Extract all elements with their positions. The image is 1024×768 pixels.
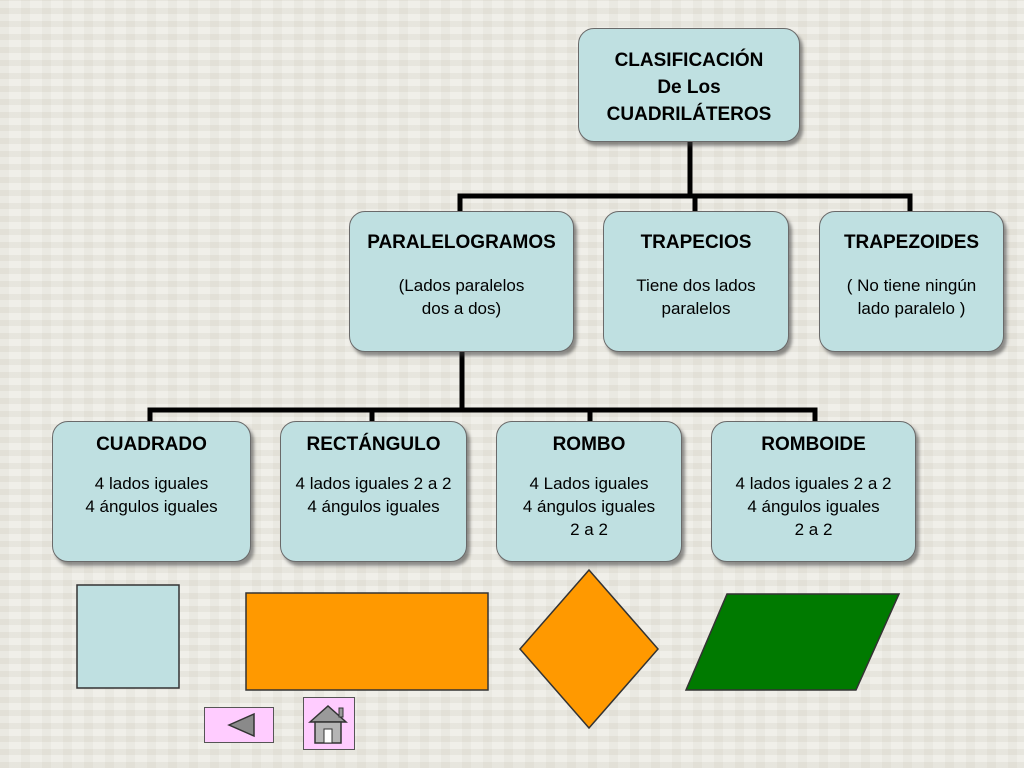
node-rectangulo: RECTÁNGULO 4 lados iguales 2 a 2 4 ángul… (280, 421, 467, 562)
node-romboide: ROMBOIDE 4 lados iguales 2 a 2 4 ángulos… (711, 421, 916, 562)
node-description: (Lados paralelos dos a dos) (398, 276, 525, 318)
root-node: CLASIFICACIÓN De Los CUADRILÁTEROS (578, 28, 800, 142)
node-description: 4 Lados iguales 4 ángulos iguales 2 a 2 (522, 474, 656, 539)
node-description: 4 lados iguales 2 a 2 4 ángulos iguales (295, 474, 452, 516)
root-title: CLASIFICACIÓN De Los CUADRILÁTEROS (606, 50, 772, 125)
home-button[interactable] (303, 697, 355, 750)
node-rombo: ROMBO 4 Lados iguales 4 ángulos iguales … (496, 421, 682, 562)
node-title: TRAPEZOIDES (843, 232, 980, 253)
back-button[interactable] (204, 707, 274, 743)
node-title: TRAPECIOS (640, 232, 752, 253)
square-shape (76, 584, 180, 689)
node-title: CUADRADO (96, 434, 207, 455)
triangle-left-icon (227, 712, 255, 738)
node-cuadrado: CUADRADO 4 lados iguales 4 ángulos igual… (52, 421, 251, 562)
node-description: 4 lados iguales 4 ángulos iguales (85, 474, 218, 516)
node-title: RECTÁNGULO (306, 434, 441, 455)
node-title: PARALELOGRAMOS (367, 232, 556, 253)
node-description: 4 lados iguales 2 a 2 4 ángulos iguales … (735, 474, 892, 539)
house-icon (308, 704, 348, 744)
rectangle-shape (245, 592, 489, 691)
node-description: ( No tiene ningún lado paralelo ) (846, 276, 977, 318)
rhombus-shape (519, 568, 659, 730)
node-paralelogramos: PARALELOGRAMOS (Lados paralelos dos a do… (349, 211, 574, 352)
rhomboid-shape (684, 593, 901, 691)
node-title: ROMBOIDE (761, 434, 866, 455)
node-trapezoides: TRAPEZOIDES ( No tiene ningún lado paral… (819, 211, 1004, 352)
node-trapecios: TRAPECIOS Tiene dos lados paralelos (603, 211, 789, 352)
node-description: Tiene dos lados paralelos (636, 276, 756, 318)
node-title: ROMBO (552, 434, 626, 455)
